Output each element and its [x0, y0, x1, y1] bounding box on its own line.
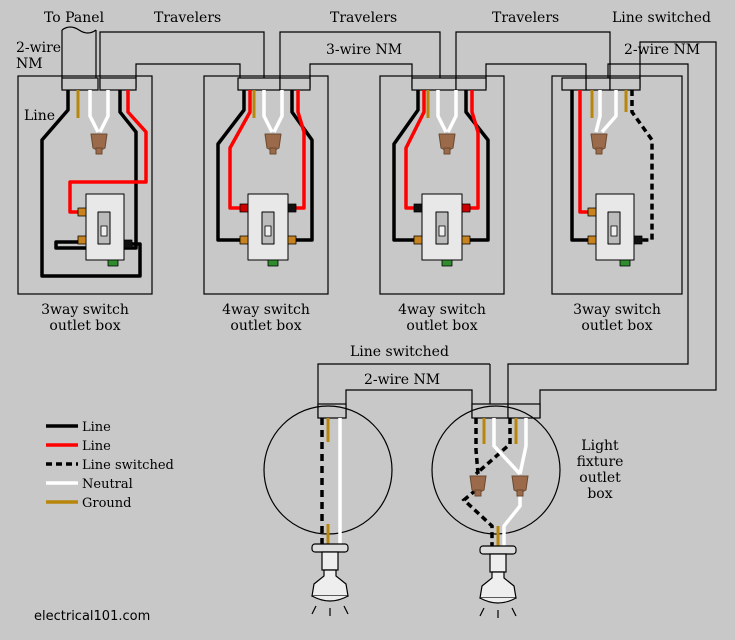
box1-label-l1: 3way switch	[41, 302, 129, 318]
label-line: Line	[24, 108, 55, 124]
box4-label-l2: outlet box	[581, 318, 652, 334]
right-fixture-wiring	[461, 418, 529, 619]
box3-label-l1: 4way switch	[398, 302, 486, 318]
label-2wire-nm-l1: 2-wire	[16, 40, 61, 56]
label-travelers-2: Travelers	[330, 10, 397, 26]
cable-clamps	[61, 77, 641, 419]
legend-label-4: Ground	[82, 496, 132, 511]
fixture-label-l4: box	[587, 486, 612, 502]
box3-wiring	[392, 90, 490, 267]
label-2wire-nm-right: 2-wire NM	[624, 42, 700, 58]
fixture-label-l2: fixture	[577, 454, 624, 470]
label-travelers-3: Travelers	[492, 10, 559, 26]
legend-label-1: Line	[82, 439, 111, 454]
label-2wire-nm-l2: NM	[16, 56, 43, 72]
box2-label-l1: 4way switch	[222, 302, 310, 318]
label-travelers-1: Travelers	[154, 10, 221, 26]
label-line-switched-mid: Line switched	[350, 344, 449, 360]
legend: Line Line Line switched Neutral Ground	[46, 420, 174, 511]
box1-label-l2: outlet box	[49, 318, 120, 334]
box1-wiring	[40, 90, 148, 278]
label-line-switched-top: Line switched	[612, 10, 711, 26]
box2-label-l2: outlet box	[230, 318, 301, 334]
box4-label-l1: 3way switch	[573, 302, 661, 318]
legend-label-3: Neutral	[82, 477, 133, 492]
fixture-label-l1: Light	[581, 438, 619, 454]
label-to-panel: To Panel	[44, 10, 105, 26]
legend-label-0: Line	[82, 420, 111, 435]
label-2wire-nm-mid: 2-wire NM	[364, 372, 440, 388]
box3-label-l2: outlet box	[406, 318, 477, 334]
fixture-label-l3: outlet	[579, 470, 621, 486]
left-fixture-wiring	[311, 418, 349, 617]
label-3wire-nm: 3-wire NM	[326, 42, 402, 58]
box4-wiring	[570, 90, 654, 267]
legend-label-2: Line switched	[82, 458, 174, 473]
site-credit: electrical101.com	[34, 609, 150, 624]
box2-wiring	[216, 90, 314, 267]
